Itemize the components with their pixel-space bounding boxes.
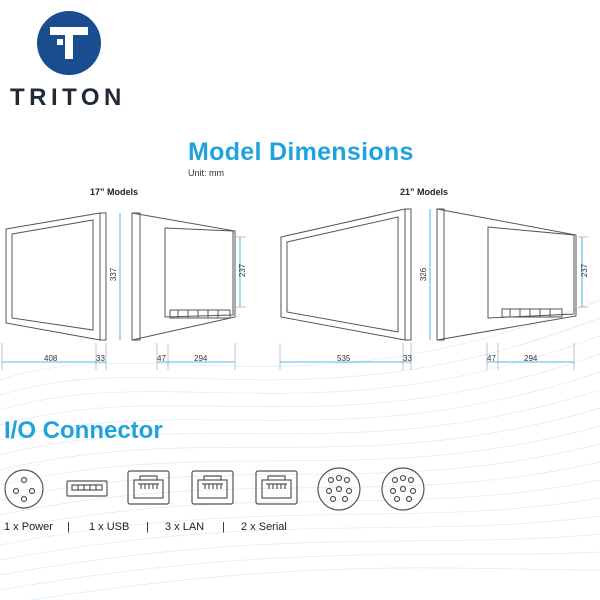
triton-logo-icon	[37, 11, 101, 75]
lan-connector-icon-2	[191, 470, 234, 505]
brand-name: TRITON	[10, 84, 126, 111]
usb-connector-icon	[66, 480, 108, 497]
io-separator-2: |	[146, 521, 149, 533]
power-connector-icon	[4, 469, 44, 509]
io-connector-icons	[4, 467, 425, 511]
unit-label: Unit: mm	[188, 168, 224, 178]
io-label-lan: 3 x LAN	[165, 521, 205, 533]
section-title-io: I/O Connector	[4, 417, 163, 444]
dim-21-depth-b: 47	[487, 354, 496, 363]
serial-connector-icon-1	[317, 467, 361, 511]
io-label-usb: 1 x USB	[89, 521, 130, 533]
dim-17-height-front: 337	[109, 267, 119, 282]
model-17-drawing	[1, 212, 246, 370]
io-separator-3: |	[222, 521, 225, 533]
dim-17-depth-b: 47	[157, 354, 166, 363]
io-separator-1: |	[67, 521, 70, 533]
io-label-serial: 2 x Serial	[241, 521, 287, 533]
dim-17-height-side: 237	[238, 263, 248, 278]
io-label-power: 1 x Power	[4, 521, 53, 533]
dim-21-height-front: 326	[419, 267, 429, 282]
dim-17-depth-c: 294	[194, 354, 208, 363]
model-17-label: 17” Models	[90, 187, 139, 197]
dim-21-depth-c: 294	[524, 354, 538, 363]
serial-connector-icon-2	[381, 467, 425, 511]
dim-21-width: 535	[337, 354, 351, 363]
dim-21-depth-a: 33	[403, 354, 412, 363]
lan-connector-icon-1	[127, 470, 170, 505]
model-21-drawing	[279, 208, 588, 370]
dim-21-height-side: 237	[580, 263, 590, 278]
section-title-dimensions: Model Dimensions	[188, 138, 414, 166]
dim-17-depth-a: 33	[96, 354, 105, 363]
lan-connector-icon-3	[255, 470, 298, 505]
dim-17-width: 408	[44, 354, 58, 363]
model-21-label: 21” Models	[400, 187, 449, 197]
